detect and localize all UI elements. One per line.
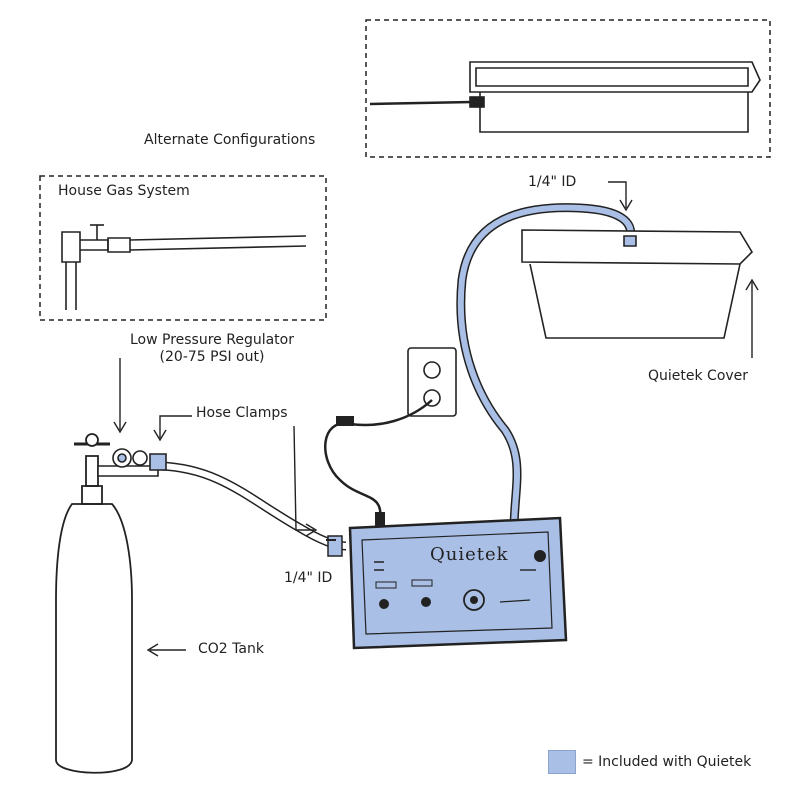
quietek-device [348,516,568,650]
regulator-psi: (20-75 PSI out) [159,348,265,365]
hose-id-right-label: 1/4" ID [528,174,577,190]
alternate-config-box [365,19,771,158]
co2-hose [159,461,347,551]
co2-tank-label: CO2 Tank [198,641,264,657]
co2-tank-drawing [55,433,133,774]
alternate-configurations-label: Alternate Configurations [144,132,316,148]
device-name-label: Quietek [430,544,509,565]
house-gas-drawing [61,224,307,310]
power-cord [324,399,433,521]
hose-clamps-label: Hose Clamps [196,405,288,421]
regulator-drawing [97,448,167,477]
house-gas-system-label: House Gas System [58,183,190,199]
hose-id-left-label: 1/4" ID [284,570,333,586]
quietek-cover-drawing [521,229,754,339]
legend: = Included with Quietek [548,750,751,774]
wall-outlet [407,347,457,417]
legend-swatch [548,750,576,774]
alternate-container-drawing [369,61,761,133]
low-pressure-regulator-label: Low Pressure Regulator (20-75 PSI out) [112,332,312,366]
annotation-arrows [113,181,759,657]
legend-text: = Included with Quietek [582,754,752,770]
house-gas-box [39,175,327,321]
quietek-cover-label: Quietek Cover [648,368,749,384]
regulator-name: Low Pressure Regulator [129,332,294,348]
